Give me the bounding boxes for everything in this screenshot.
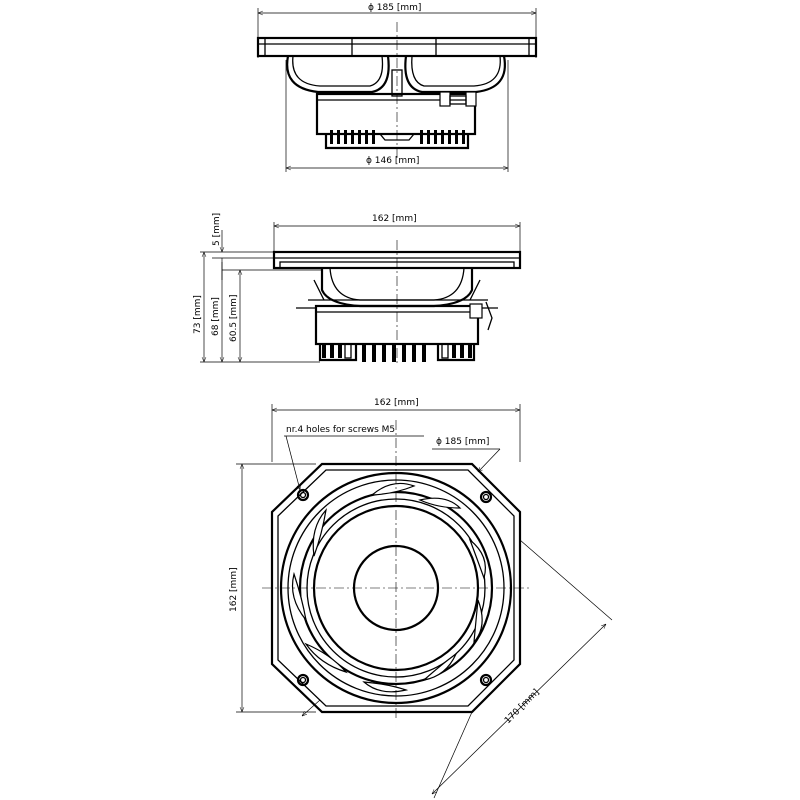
top-frame bbox=[256, 36, 538, 58]
front-holes-label: nr.4 holes for screws M5 bbox=[286, 425, 395, 435]
side-width-label: 162 [mm] bbox=[372, 214, 417, 224]
front-diagonal-label: 170 [mm] bbox=[503, 688, 542, 727]
side-view: 162 [mm] bbox=[193, 213, 522, 366]
front-view: 162 [mm] 162 [mm] bbox=[229, 398, 613, 799]
top-base-diameter-label: ϕ 146 [mm] bbox=[366, 156, 419, 166]
top-left-lobe bbox=[286, 55, 390, 94]
top-basket-body bbox=[315, 92, 477, 136]
side-cooling-fins bbox=[318, 343, 476, 362]
front-height-label: 162 [mm] bbox=[229, 567, 239, 612]
side-total-height-label: 73 [mm] bbox=[193, 295, 203, 334]
front-width-label: 162 [mm] bbox=[374, 398, 419, 408]
top-view: ϕ 185 [mm] bbox=[256, 3, 538, 172]
side-flange-label: 5 [mm] bbox=[212, 213, 222, 246]
side-height-label: 68 [mm] bbox=[211, 297, 221, 336]
side-depth-label: 60.5 [mm] bbox=[229, 295, 239, 342]
top-diameter-label: ϕ 185 [mm] bbox=[368, 3, 421, 13]
front-bolt-circle-label: ϕ 185 [mm] bbox=[436, 437, 489, 447]
